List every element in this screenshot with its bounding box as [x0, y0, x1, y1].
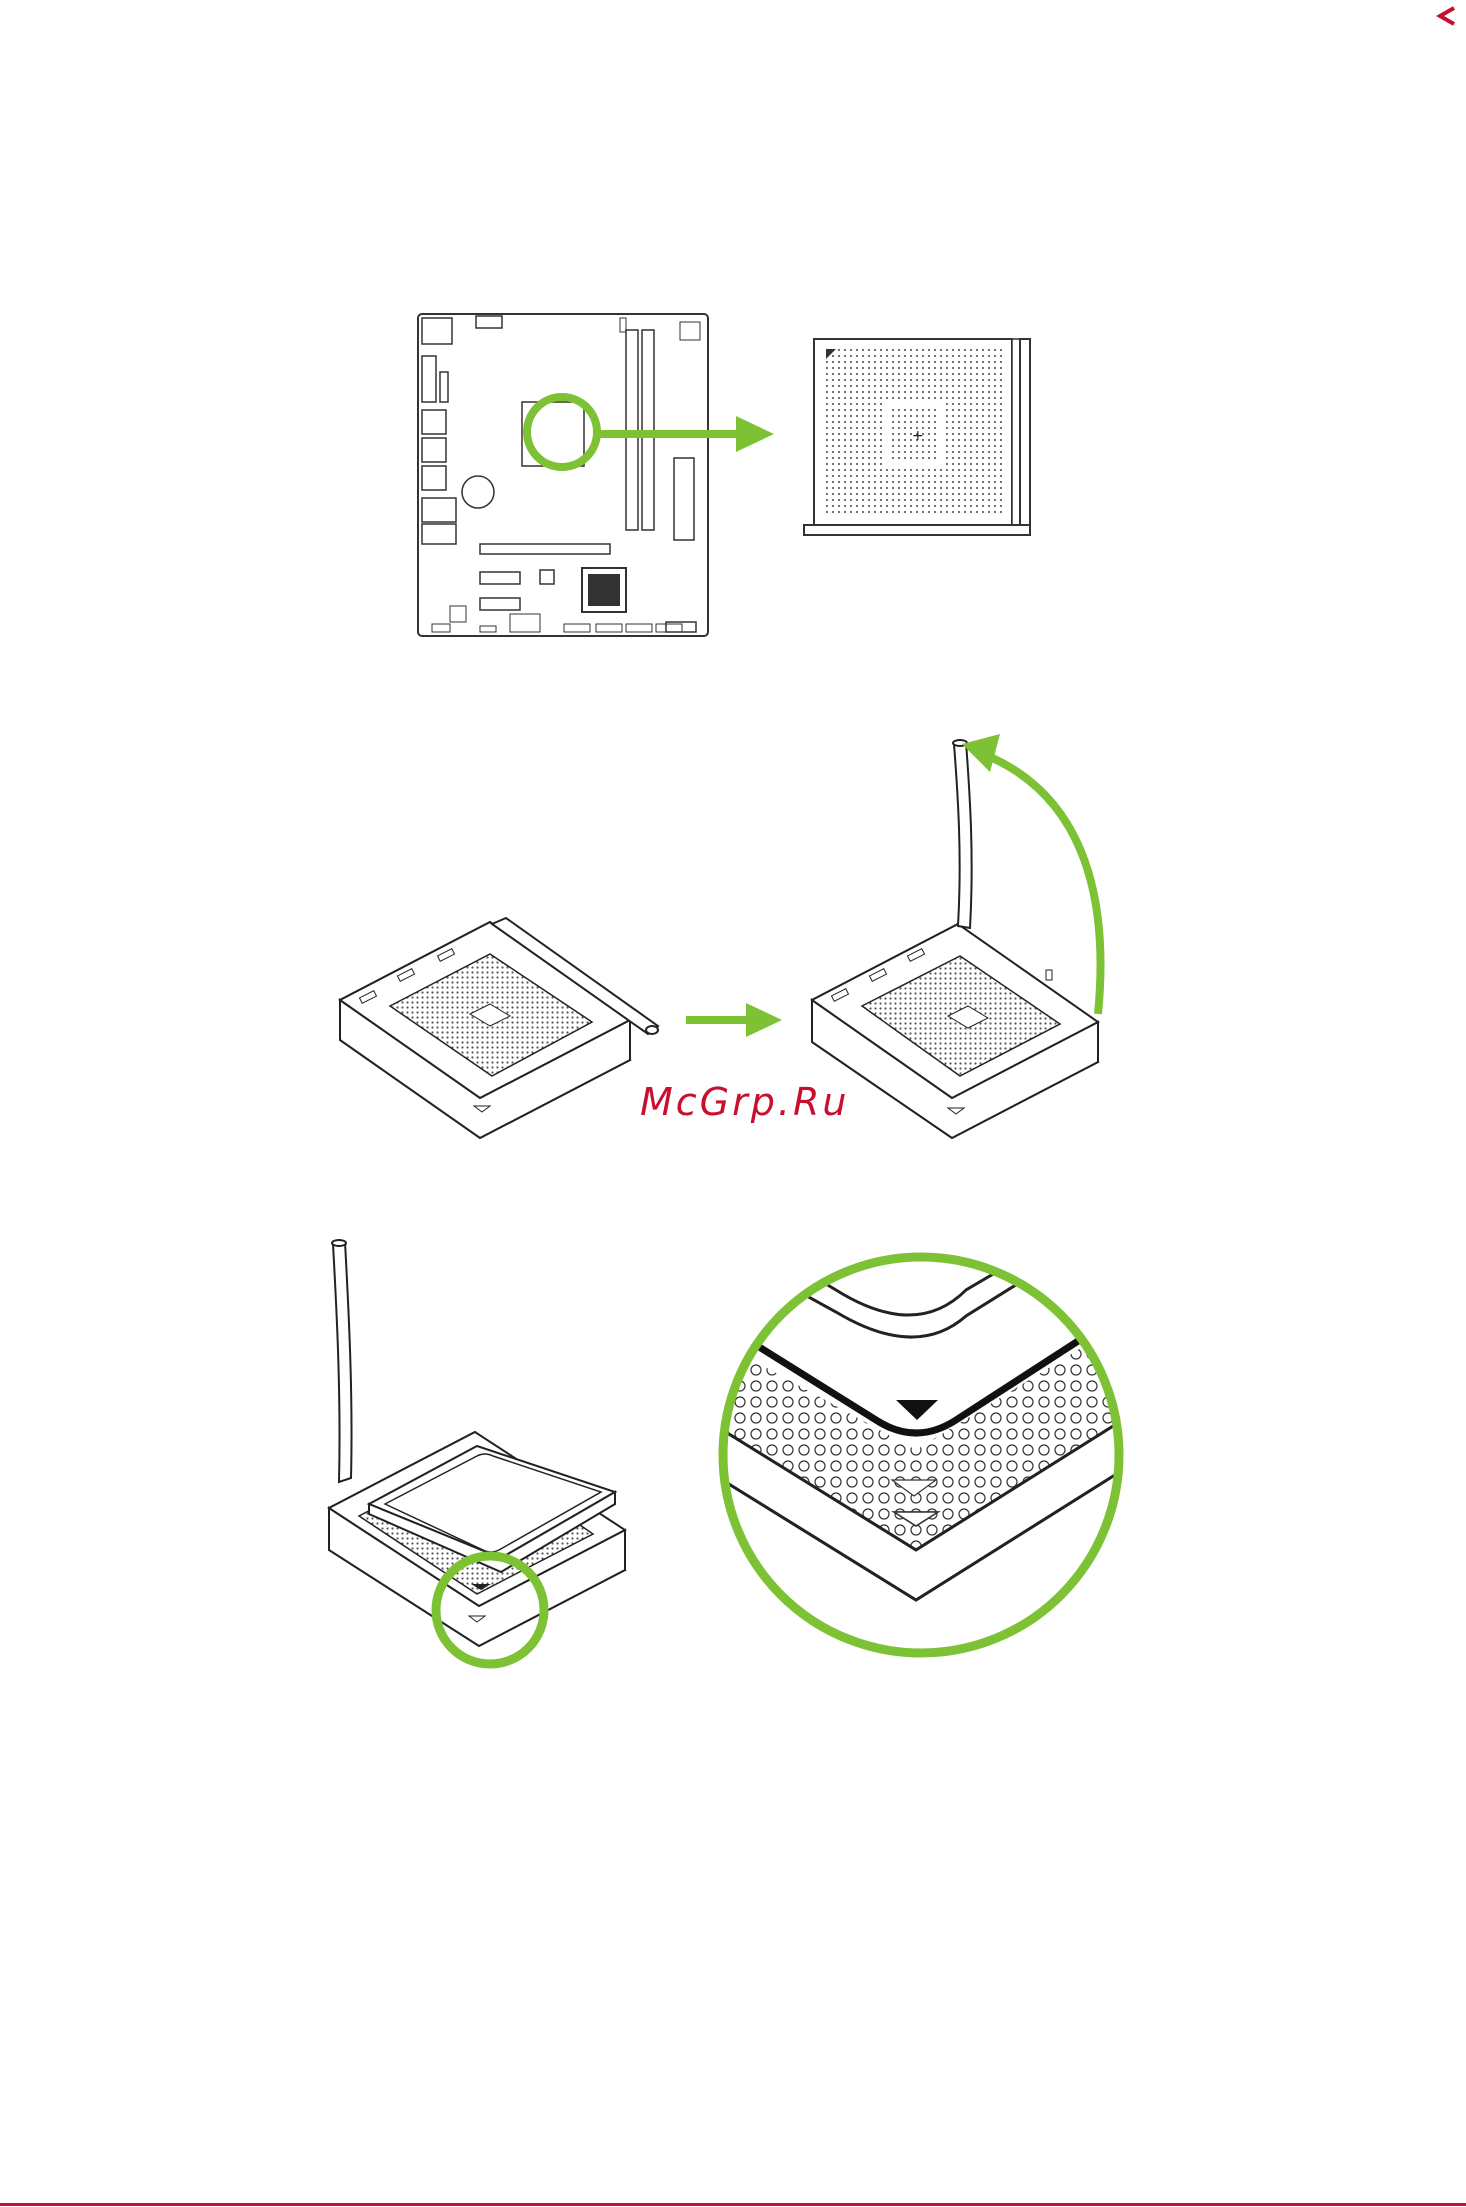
footer-rule: [0, 2203, 1466, 2206]
chevron-left-icon[interactable]: [1432, 2, 1460, 30]
arrow-right-icon: [596, 414, 776, 454]
motherboard-diagram: [410, 310, 710, 640]
curved-arrow-up-icon: [960, 730, 1120, 1020]
alignment-zoom-circle: [716, 1250, 1126, 1660]
socket-highlight-circle-icon: [522, 392, 602, 472]
socket-lever-closed: [330, 910, 680, 1140]
cpu-socket-top-view: +: [800, 335, 1040, 545]
svg-text:+: +: [912, 428, 924, 444]
arrow-right-icon: [686, 1000, 786, 1040]
magnifier-circle-small-icon: [430, 1546, 550, 1676]
watermark-text: McGrp.Ru: [640, 1080, 849, 1124]
